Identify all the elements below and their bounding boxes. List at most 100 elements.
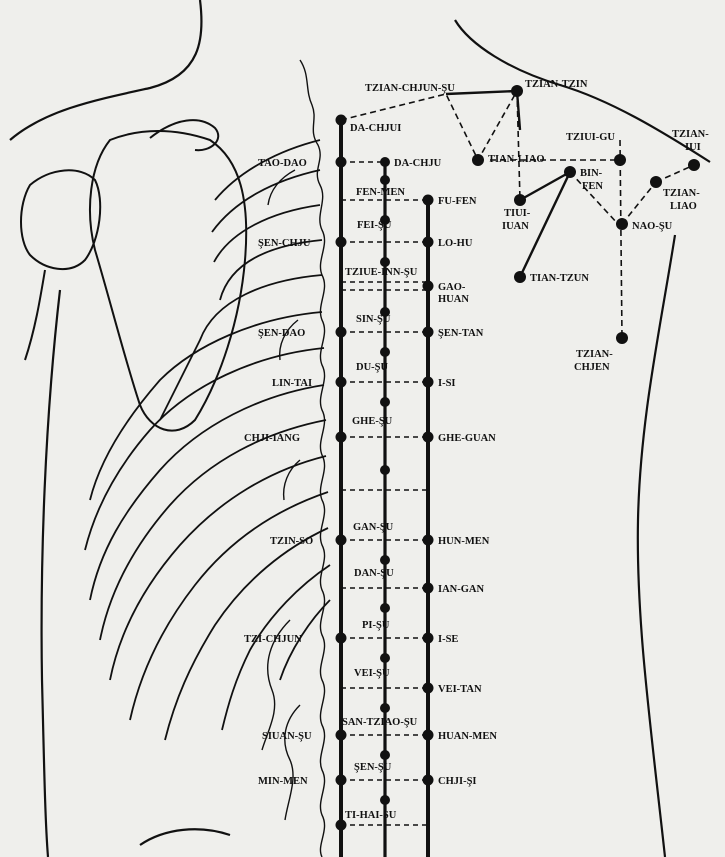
point-label: FU-FEN [438,196,477,207]
point-dot [423,327,434,338]
point-label: TZIAN- [672,129,709,140]
point-dot [472,154,484,166]
point-dot [423,377,434,388]
point-label: ŞEN-ŞU [354,762,392,773]
rib [214,205,320,262]
point-label: TIAN-LIAO [488,154,545,165]
point-dot [650,176,662,188]
point-dot [614,154,626,166]
point-label: TIUI- [504,208,531,219]
rib [110,456,326,680]
point-label: HUN-MEN [438,536,490,547]
point-dot [423,535,434,546]
point-label: GAO- [438,282,466,293]
rib [212,170,320,232]
point-label: DU-ŞU [356,362,389,373]
point-dot [380,555,390,565]
scapula [21,120,246,430]
point-label: IAN-GAN [438,584,484,595]
point-dot [423,281,434,292]
point-dot [380,603,390,613]
rib [215,140,320,200]
dash-link [620,140,622,338]
point-label: TAO-DAO [258,158,307,169]
point-dot [336,633,347,644]
point-dot [336,377,347,388]
point-label: TZIAN- [576,349,613,360]
point-label: TZIAN- [663,188,700,199]
torso-left-side [42,290,60,857]
point-dot [616,332,628,344]
point-dot [380,347,390,357]
point-dot [336,535,347,546]
point-label: IUI [685,142,701,153]
humerus-head [21,170,100,269]
rib [222,565,330,730]
vertebra-edge [285,705,300,820]
point-dot [514,194,526,206]
vertebra-edge [268,170,295,205]
point-label: VEI-ŞU [354,668,390,679]
rib [100,420,326,640]
point-dot [423,432,434,443]
lower-left-curve [140,829,230,845]
point-label: DA-CHJUI [350,123,401,134]
point-label: TZIUE-INN-ŞU [345,267,418,278]
point-dot [423,633,434,644]
point-label: TI-HAI-SU [345,810,397,821]
point-label: GHE-ŞU [352,416,393,427]
point-label: PI-ŞU [362,620,390,631]
point-dot [380,397,390,407]
point-dot [511,85,523,97]
point-dot [514,271,526,283]
point-dot [336,730,347,741]
scapula-outline [90,131,246,431]
point-dot [564,166,576,178]
point-label: TZIN-SO [270,536,313,547]
solid-link [446,91,517,94]
acromion [150,120,218,150]
point-dot [380,750,390,760]
rib [220,240,322,300]
point-label: GHE-GUAN [438,433,496,444]
point-label: CHJI-IANG [244,433,300,444]
point-label: VEI-TAN [438,684,482,695]
point-label: IUAN [502,221,529,232]
point-dot [336,327,347,338]
point-dot [423,683,434,694]
point-label: FEI-ŞU [357,220,392,231]
point-dot [336,775,347,786]
point-dot [380,175,390,185]
point-label: FEN-MEN [356,187,405,198]
point-label: GAN-ŞU [353,522,394,533]
point-dot [336,820,347,831]
rib [90,385,324,600]
point-dot [423,583,434,594]
point-label: HUAN [438,294,469,305]
point-dot [336,157,347,168]
dash-link [656,165,694,182]
point-dot [380,465,390,475]
torso-right-side [638,235,675,857]
point-dot [336,432,347,443]
point-dot [423,730,434,741]
point-label: ŞEN-DAO [258,328,305,339]
point-label: LO-HU [438,238,473,249]
point-label: SAN-TZIAO-ŞU [342,717,418,728]
point-dot [423,195,434,206]
point-label: CHJI-ŞI [438,776,477,787]
point-label: DAN-ŞU [354,568,394,579]
point-label: HUAN-MEN [438,731,497,742]
point-label: NAO-ŞU [632,221,673,232]
point-dot [380,795,390,805]
point-dot [336,237,347,248]
dash-link [570,172,618,224]
point-dot [336,115,347,126]
point-label: TZIAN-CHJUN-ŞU [365,83,455,94]
point-label: DA-CHJU [394,158,442,169]
shoulder-solid-links [385,91,570,277]
point-dot [423,775,434,786]
point-label: TIAN-TZUN [530,273,589,284]
